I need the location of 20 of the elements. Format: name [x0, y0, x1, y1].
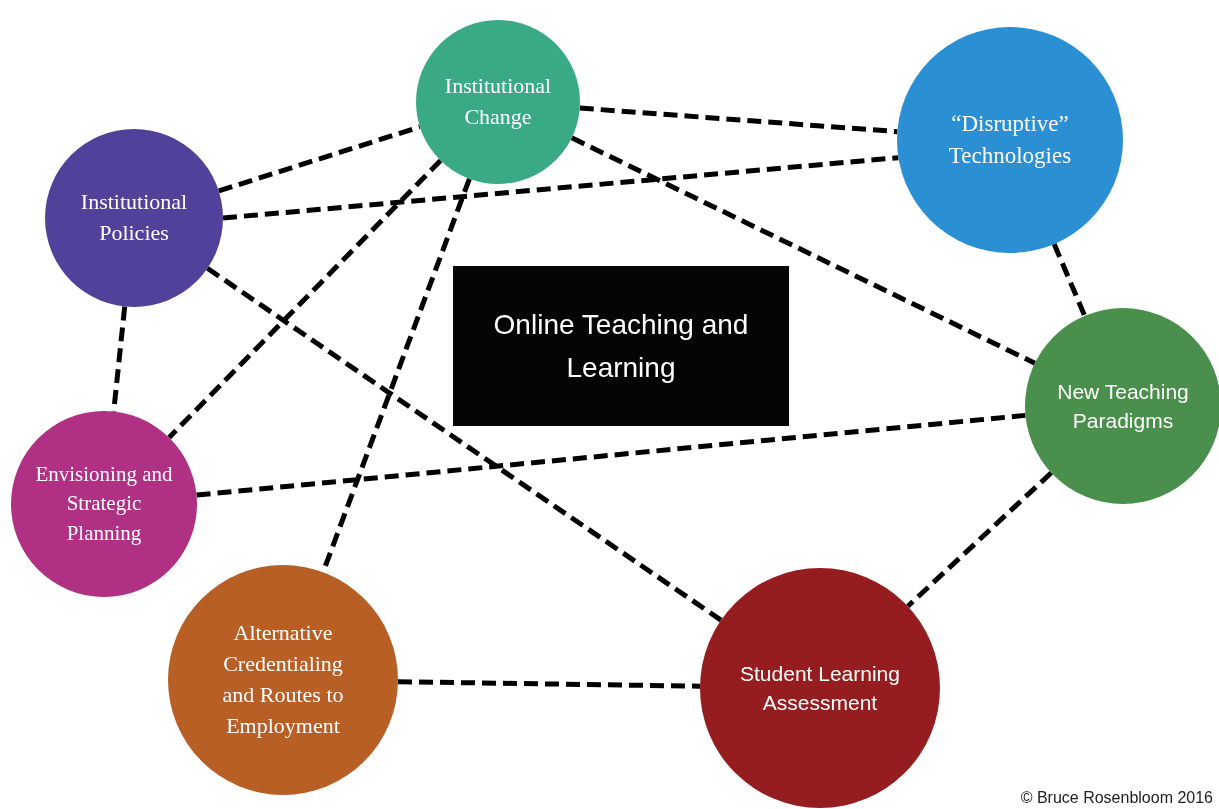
dashed-connector [906, 470, 1053, 609]
dashed-connector [1051, 243, 1087, 317]
dashed-connector [196, 412, 1026, 498]
topic-text: Institutional Policies [79, 188, 189, 247]
dashed-connector [167, 158, 443, 440]
dashed-connector [218, 124, 421, 194]
dashed-connector [222, 155, 899, 221]
dashed-connector [579, 105, 898, 135]
topic-text: Institutional Change [443, 72, 553, 131]
dashed-connector [397, 679, 701, 689]
topic-text: Alternative Credentialing and Routes to Employment [221, 619, 345, 740]
topic-text: Online Teaching and Learning [492, 307, 750, 385]
copyright-note: © Bruce Rosenbloom 2016 [1020, 789, 1213, 807]
topic-text: New Teaching Paradigms [1056, 378, 1190, 434]
dashed-connector [570, 135, 1036, 366]
central-topic-box [453, 266, 789, 426]
dashed-connector [206, 266, 723, 623]
topic-text: “Disruptive” Technologies [947, 109, 1073, 170]
topic-text: Envisioning and Strategic Planning [34, 460, 174, 547]
topic-text: Student Learning Assessment [739, 660, 901, 716]
